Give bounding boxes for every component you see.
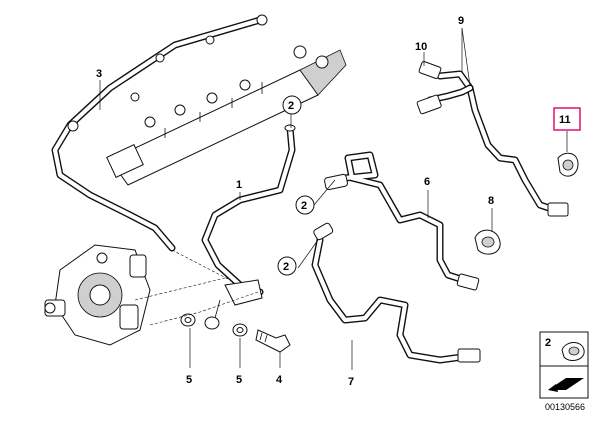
hollow-bolt-part-4[interactable] [255,329,291,353]
callout-2b: 2 [295,195,315,215]
callout-4: 4 [276,374,283,386]
svg-text:2: 2 [283,261,289,273]
svg-text:2: 2 [288,100,294,112]
fuel-line-part-7[interactable] [311,222,481,364]
callout-5b: 5 [236,374,242,386]
seal-washer-part-5a[interactable] [180,313,196,327]
callout-11-highlighted: 11 [553,107,581,131]
callout-1: 1 [236,179,242,191]
callout-10: 10 [415,41,427,53]
common-rail[interactable] [106,45,347,186]
assembly-line [134,277,226,301]
svg-text:11: 11 [559,114,571,126]
assembly-line [171,249,231,281]
legend-box: 2 [539,331,589,399]
return-line-part-3[interactable] [51,14,268,252]
svg-text:2: 2 [545,337,551,349]
callout-8: 8 [488,195,494,207]
diagram-code: 00130566 [545,402,585,412]
svg-text:2: 2 [301,200,307,212]
hose-clamp-part-8[interactable] [474,229,501,255]
callout-9: 9 [458,15,464,27]
callout-2a: 2 [282,95,302,115]
fuel-line-part-6[interactable] [324,151,480,291]
callout-5a: 5 [186,374,192,386]
seal-washer-part-5b[interactable] [232,323,248,337]
callout-3: 3 [96,68,102,80]
assembly-line [149,291,259,326]
arrow-icon [548,378,584,390]
hose-clamp-part-11[interactable] [557,152,579,177]
high-pressure-pump[interactable] [44,244,151,346]
feed-line-part-1[interactable] [201,124,296,330]
fuel-line-part-9[interactable] [416,61,569,217]
callout-6: 6 [424,176,430,188]
callout-2c: 2 [277,256,297,276]
callout-7: 7 [348,376,354,388]
